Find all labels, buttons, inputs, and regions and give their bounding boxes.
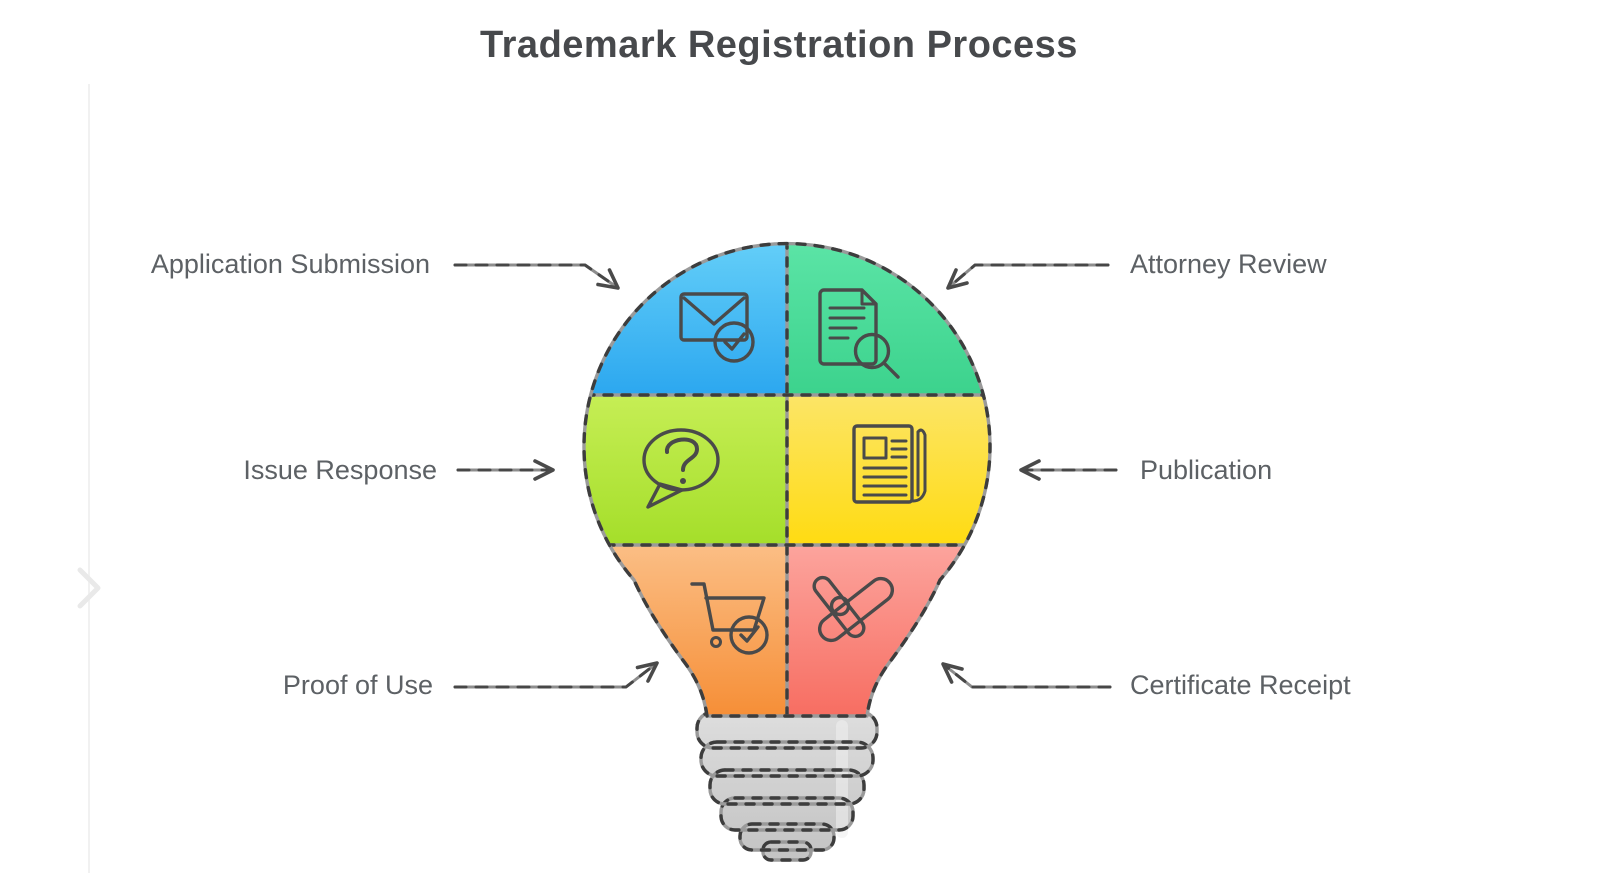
bulb-screw-base	[695, 710, 879, 862]
label-issue-response: Issue Response	[243, 455, 437, 485]
base-highlight	[836, 720, 848, 838]
document-search-icon	[818, 288, 900, 379]
label-certificate-receipt: Certificate Receipt	[1130, 670, 1351, 700]
diploma-icon	[812, 575, 895, 643]
label-publication: Publication	[1140, 455, 1273, 485]
arrow-proof-of-use	[453, 661, 659, 689]
segment-dividers	[584, 243, 990, 716]
segment-issue-response	[583, 395, 787, 545]
cart-check-icon	[690, 582, 769, 655]
arrow-certificate-receipt	[941, 662, 1112, 689]
arrow-application-submission	[453, 263, 620, 290]
bulb-outline	[582, 241, 992, 718]
segment-publication	[787, 395, 991, 545]
segment-application-submission	[583, 243, 787, 395]
arrow-issue-response	[456, 459, 555, 481]
chevron-right-icon[interactable]	[77, 567, 101, 609]
label-proof-of-use: Proof of Use	[282, 670, 433, 700]
arrow-publication	[1019, 459, 1118, 481]
label-application-submission: Application Submission	[150, 249, 430, 279]
page-title: Trademark Registration Process	[480, 24, 1078, 66]
question-bubble-icon	[642, 428, 720, 509]
label-attorney-review: Attorney Review	[1130, 249, 1327, 279]
envelope-check-icon	[679, 292, 755, 363]
newspaper-icon	[852, 424, 927, 504]
segment-attorney-review	[787, 243, 991, 395]
arrow-attorney-review	[946, 263, 1110, 290]
